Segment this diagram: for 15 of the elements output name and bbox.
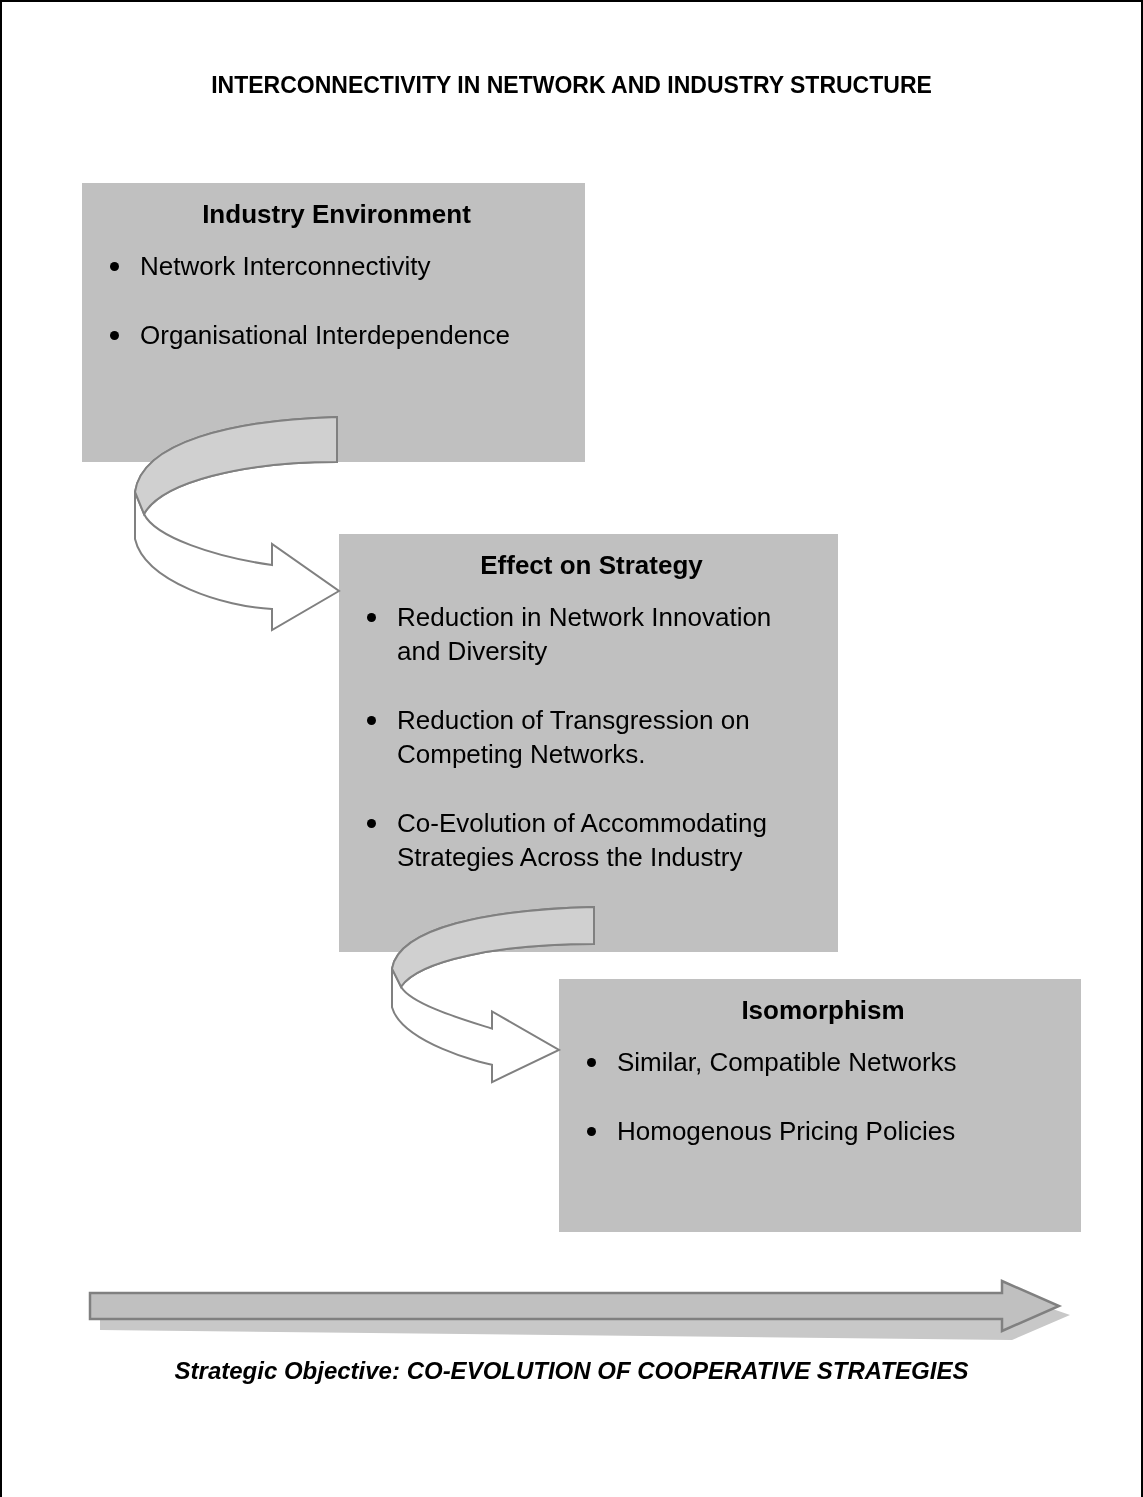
bullet-item: Reduction of Transgression on Competing Networks.: [397, 705, 750, 769]
box-heading: Industry Environment: [201, 198, 472, 231]
box-heading: Isomorphism: [740, 994, 906, 1027]
bullet-item: Network Interconnectivity: [140, 251, 431, 281]
process-box: [339, 534, 838, 952]
bullet-item: Co-Evolution of Accommodating Strategies Across the Industry: [397, 808, 767, 872]
diagram-caption: Strategic Objective: CO-EVOLUTION OF COOPERATIVE STRATEGIES: [173, 1357, 970, 1385]
bullet-item: Homogenous Pricing Policies: [617, 1116, 956, 1146]
bullet-item: Reduction in Network Innovation and Diversity: [397, 602, 772, 666]
diagram-title: INTERCONNECTIVITY IN NETWORK AND INDUSTRY STRUCTURE: [210, 72, 933, 99]
bullet-item: Organisational Interdependence: [140, 320, 511, 350]
bullet-item: Similar, Compatible Networks: [617, 1047, 957, 1077]
process-box: [559, 979, 1081, 1232]
box-heading: Effect on Strategy: [479, 549, 704, 582]
process-box: [82, 183, 585, 462]
